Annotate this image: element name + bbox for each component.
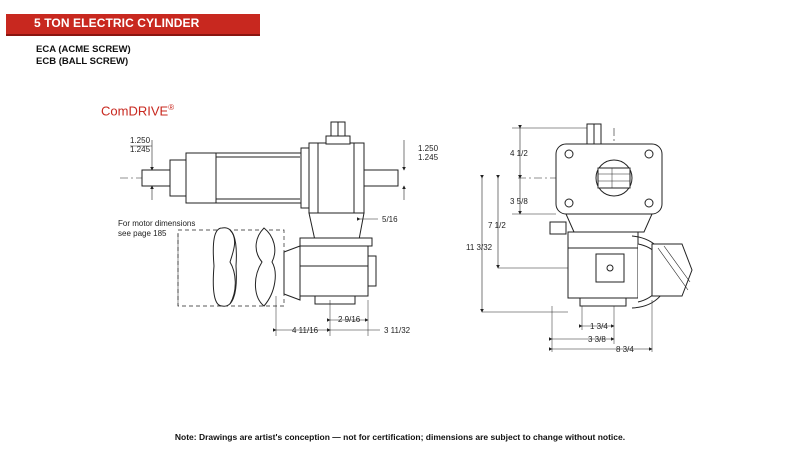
model-ecb: ECB (BALL SCREW) xyxy=(36,56,129,67)
end-view xyxy=(480,123,693,352)
dim-4-11-16: 4 11/16 xyxy=(292,326,319,335)
dim-11-3-32: 11 3/32 xyxy=(466,243,493,252)
left-shaft xyxy=(141,169,173,187)
dim-8-3-4: 8 3/4 xyxy=(616,345,634,354)
dim-right-shaft-min: 1.245 xyxy=(418,153,439,162)
dim-1-3-4: 1 3/4 xyxy=(590,322,608,331)
dim-3-11-32: 3 11/32 xyxy=(384,326,411,335)
end-motor-stub xyxy=(651,243,693,297)
dim-2-9-16: 2 9/16 xyxy=(338,315,361,324)
motor-note-line2: see page 185 xyxy=(118,229,167,238)
right-shaft xyxy=(363,169,399,187)
dim-7-1-2: 7 1/2 xyxy=(488,221,506,230)
left-cap xyxy=(169,159,187,197)
dim-3-3-8: 3 3/8 xyxy=(588,335,606,344)
footer-note: Note: Drawings are artist's conception —… xyxy=(174,432,626,442)
cylinder-body xyxy=(185,152,302,204)
brand-text: ComDRIVE xyxy=(101,103,169,119)
dim-3-5-8: 3 5/8 xyxy=(510,197,528,206)
page-title: 5 TON ELECTRIC CYLINDER xyxy=(34,16,200,30)
brand-name: ComDRIVE® xyxy=(101,103,174,118)
motor-note-line1: For motor dimensions xyxy=(118,219,195,228)
end-view-labels: 4 1/2 3 5/8 7 1/2 11 3/32 1 3/4 3 3/8 8 … xyxy=(466,149,634,354)
dim-4-1-2: 4 1/2 xyxy=(510,149,528,158)
gearbox-housing xyxy=(308,142,365,214)
dim-5-16: 5/16 xyxy=(382,215,398,224)
dim-right-shaft-max: 1.250 xyxy=(418,144,439,153)
motor-flange xyxy=(299,245,369,297)
registered-mark: ® xyxy=(168,103,175,112)
side-view xyxy=(120,121,406,336)
dim-left-shaft-min: 1.245 xyxy=(130,145,151,154)
side-view-labels: 1.250 1.245 1.250 1.245 5/16 For motor d… xyxy=(118,136,439,335)
model-eca: ECA (ACME SCREW) xyxy=(36,44,131,55)
dim-left-shaft-max: 1.250 xyxy=(130,136,151,145)
title-banner: 5 TON ELECTRIC CYLINDER xyxy=(6,14,260,36)
